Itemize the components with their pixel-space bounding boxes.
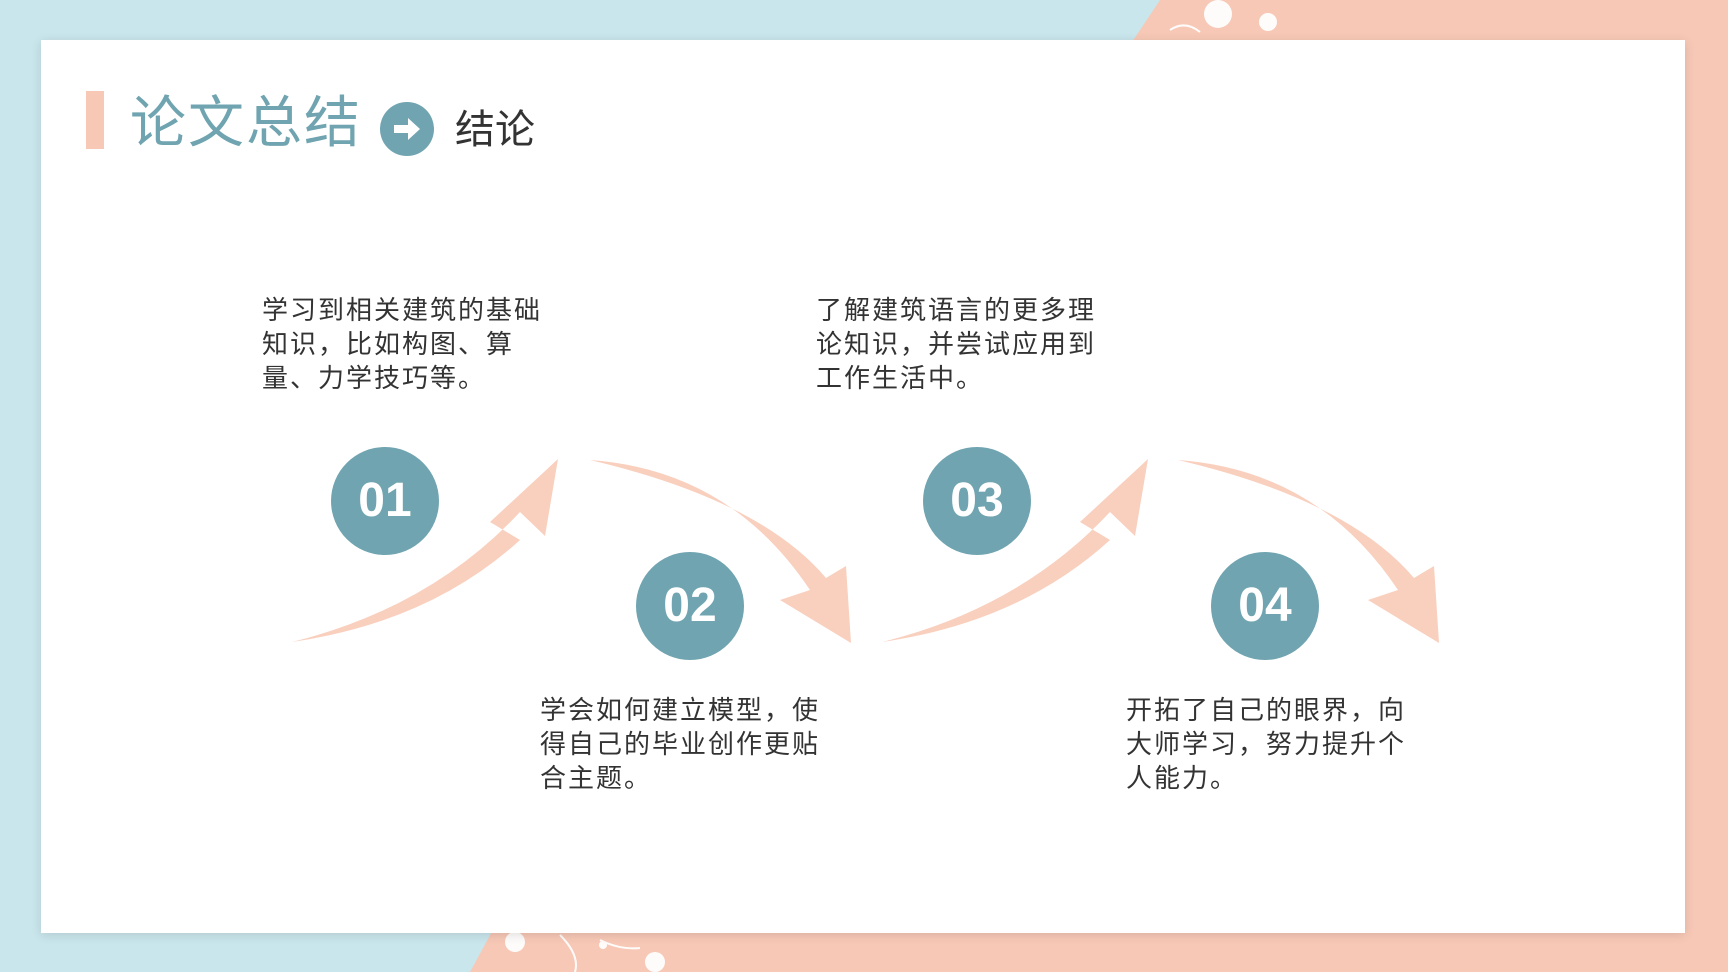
step-1-badge: 01: [331, 447, 439, 555]
step-2-badge: 02: [636, 552, 744, 660]
flower-decoration-bottom: [505, 932, 665, 972]
step-3-badge: 03: [923, 447, 1031, 555]
step-3-text: 了解建筑语言的更多理论知识，并尝试应用到工作生活中。: [816, 296, 1097, 394]
step-1-text: 学习到相关建筑的基础知识，比如构图、算量、力学技巧等。: [262, 296, 543, 394]
page-subtitle: 结论: [455, 107, 535, 153]
arrow-down-2: [590, 460, 851, 643]
arrow-up-1: [292, 459, 558, 642]
title-accent-bar: [86, 91, 104, 149]
arrow-up-3: [882, 459, 1148, 642]
page-title: 论文总结: [130, 91, 362, 156]
step-4-badge: 04: [1211, 552, 1319, 660]
flower-decoration-top: [1169, 0, 1277, 33]
arrow-right-icon: [380, 102, 434, 156]
step-4-text: 开拓了自己的眼界，向大师学习，努力提升个人能力。: [1126, 696, 1407, 794]
step-2-text: 学会如何建立模型，使得自己的毕业创作更贴合主题。: [540, 696, 821, 794]
arrow-down-4: [1178, 460, 1439, 643]
slide-card: [41, 40, 1685, 933]
